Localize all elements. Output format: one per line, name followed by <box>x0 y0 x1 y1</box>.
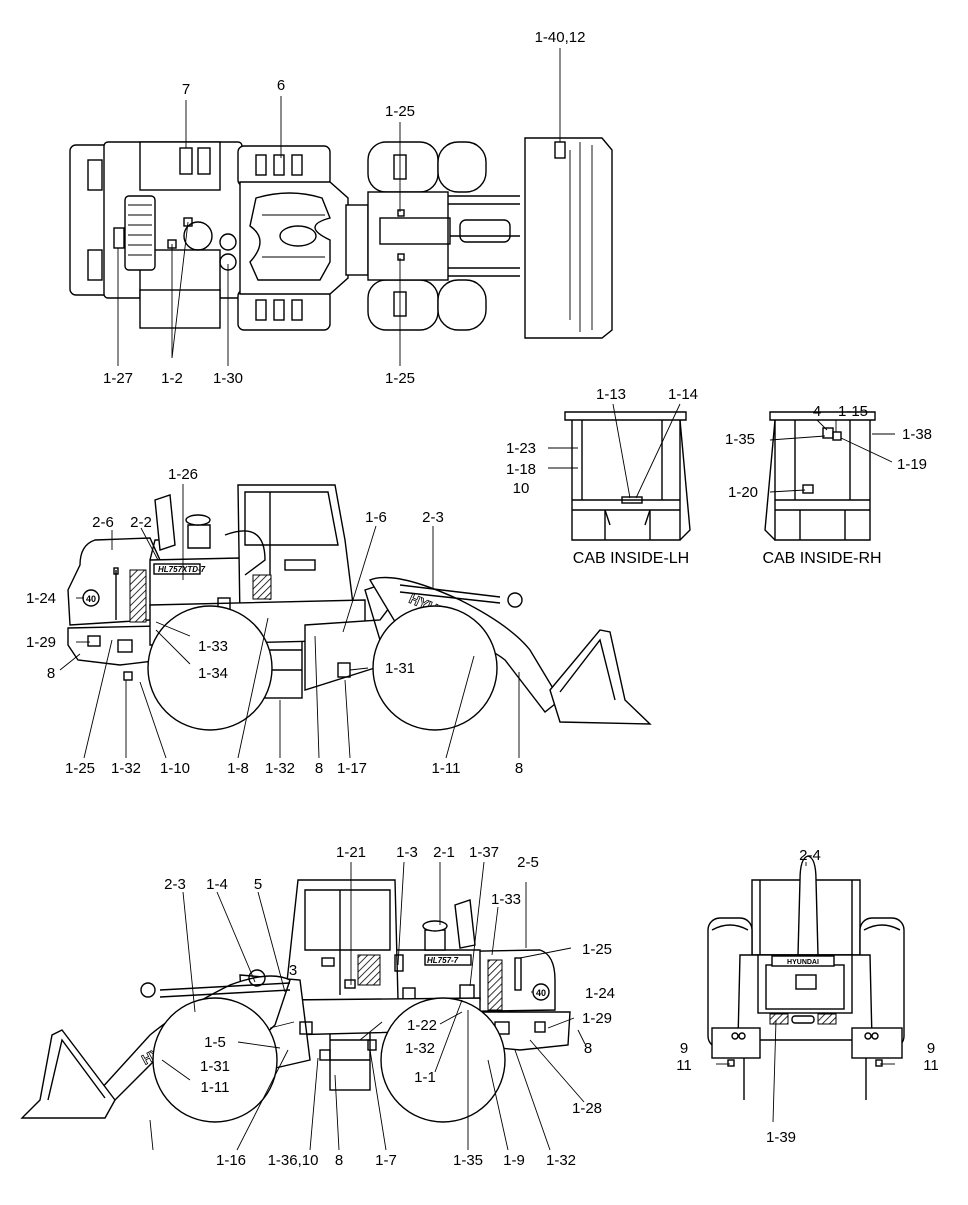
callout-label: 1-37 <box>469 844 499 861</box>
callout-label: 1-2 <box>161 370 183 387</box>
cab-inside-rh-view <box>764 411 876 541</box>
callout-label: 8 <box>584 1040 592 1057</box>
brand-decal-rear: HYUNDAI <box>787 959 819 966</box>
caption-cab-inside-rh: CAB INSIDE-RH <box>762 550 881 567</box>
callout-label: 1-29 <box>26 634 56 651</box>
callout-label: 9 <box>680 1040 688 1057</box>
callout-label: 1-25 <box>385 370 415 387</box>
callout-label: 1-31 <box>200 1058 230 1075</box>
callout-label: 1-16 <box>216 1152 246 1169</box>
model-badge-lh: HL757XTD-7 <box>158 565 206 574</box>
callout-label: 1-11 <box>201 1079 230 1096</box>
callout-label: 8 <box>315 760 323 777</box>
callout-label: 1-35 <box>453 1152 483 1169</box>
callout-label: 11 <box>923 1057 939 1074</box>
callout-label: 2-2 <box>130 514 152 531</box>
callout-label: 1-1 <box>414 1069 436 1086</box>
callout-label: 1-34 <box>198 665 228 682</box>
callout-label: 2-1 <box>433 844 455 861</box>
model-badge-rh: HL757-7 <box>427 956 459 965</box>
caption-cab-inside-lh: CAB INSIDE-LH <box>573 550 689 567</box>
callout-label: 11 <box>676 1057 692 1074</box>
callout-label: 1-19 <box>897 456 927 473</box>
callout-label: 1-24 <box>585 985 615 1002</box>
callout-label: 1-21 <box>336 844 366 861</box>
callout-label: 1-15 <box>838 403 868 420</box>
callout-label: 1-25 <box>582 941 612 958</box>
speed-badge-rh: 40 <box>536 988 546 998</box>
callout-label: 1-11 <box>432 760 461 777</box>
callout-label: 10 <box>513 480 530 497</box>
callout-label: 1-3 <box>396 844 418 861</box>
callout-label: 1-40,12 <box>535 29 586 46</box>
callout-label: 1-32 <box>546 1152 576 1169</box>
callout-label: 1-25 <box>385 103 415 120</box>
top-view <box>69 137 613 339</box>
callout-label: 1-23 <box>506 440 536 457</box>
callout-label: 1-10 <box>160 760 190 777</box>
callout-label: 2-3 <box>164 876 186 893</box>
callout-label: 1-32 <box>111 760 141 777</box>
callout-label: 1-17 <box>337 760 367 777</box>
callout-label: 5 <box>254 876 262 893</box>
cab-inside-lh-view <box>564 411 691 541</box>
callout-label: 7 <box>182 81 190 98</box>
callout-label: 1-39 <box>766 1129 796 1146</box>
speed-badge-lh: 40 <box>86 594 96 604</box>
callout-label: 1-25 <box>65 760 95 777</box>
callout-label: 6 <box>277 77 285 94</box>
callout-label: 1-4 <box>206 876 228 893</box>
callout-label: 1-20 <box>728 484 758 501</box>
callout-label: 1-38 <box>902 426 932 443</box>
callout-label: 1-18 <box>506 461 536 478</box>
callout-label: 1-5 <box>204 1034 226 1051</box>
callout-label: 1-24 <box>26 590 56 607</box>
callout-label: 1-30 <box>213 370 243 387</box>
leader-lines <box>59 48 895 1151</box>
callout-label: 1-14 <box>668 386 698 403</box>
callout-label: 2-3 <box>422 509 444 526</box>
callout-label: 1-8 <box>227 760 249 777</box>
callout-label: 1-26 <box>168 466 198 483</box>
callout-label: 1-9 <box>503 1152 525 1169</box>
callout-label: 9 <box>927 1040 935 1057</box>
callout-label: 3 <box>289 962 297 979</box>
callout-label: 1-32 <box>405 1040 435 1057</box>
callout-label: 1-28 <box>572 1100 602 1117</box>
callout-label: 1-31 <box>385 660 415 677</box>
callout-label: 1-33 <box>198 638 228 655</box>
callout-label: 1-36,10 <box>268 1152 319 1169</box>
side-view-rh: 40 HL757-7 HYUNDAI <box>20 879 571 1123</box>
callout-label: 1-35 <box>725 431 755 448</box>
rear-view: HYUNDAI <box>707 855 905 1100</box>
callout-label: 8 <box>335 1152 343 1169</box>
callout-label: 4 <box>813 403 821 420</box>
callout-label: 1-29 <box>582 1010 612 1027</box>
callout-label: 1-7 <box>375 1152 397 1169</box>
callout-label: 1-13 <box>596 386 626 403</box>
callout-label: 1-6 <box>365 509 387 526</box>
callout-label: 1-33 <box>491 891 521 908</box>
callout-label: 2-5 <box>517 854 539 871</box>
side-view-lh: 40 HL757XTD-7 HYUNDAI <box>67 484 652 731</box>
callout-labels: 7 6 1-25 1-40,12 1-27 1-2 1-30 1-25 1-13… <box>26 29 939 1169</box>
callout-label: 1-32 <box>265 760 295 777</box>
callout-label: 2-4 <box>799 847 821 864</box>
callout-label: 1-27 <box>103 370 133 387</box>
callout-label: 8 <box>47 665 55 682</box>
callout-label: 1-22 <box>407 1017 437 1034</box>
callout-label: 8 <box>515 760 523 777</box>
callout-label: 2-6 <box>92 514 114 531</box>
